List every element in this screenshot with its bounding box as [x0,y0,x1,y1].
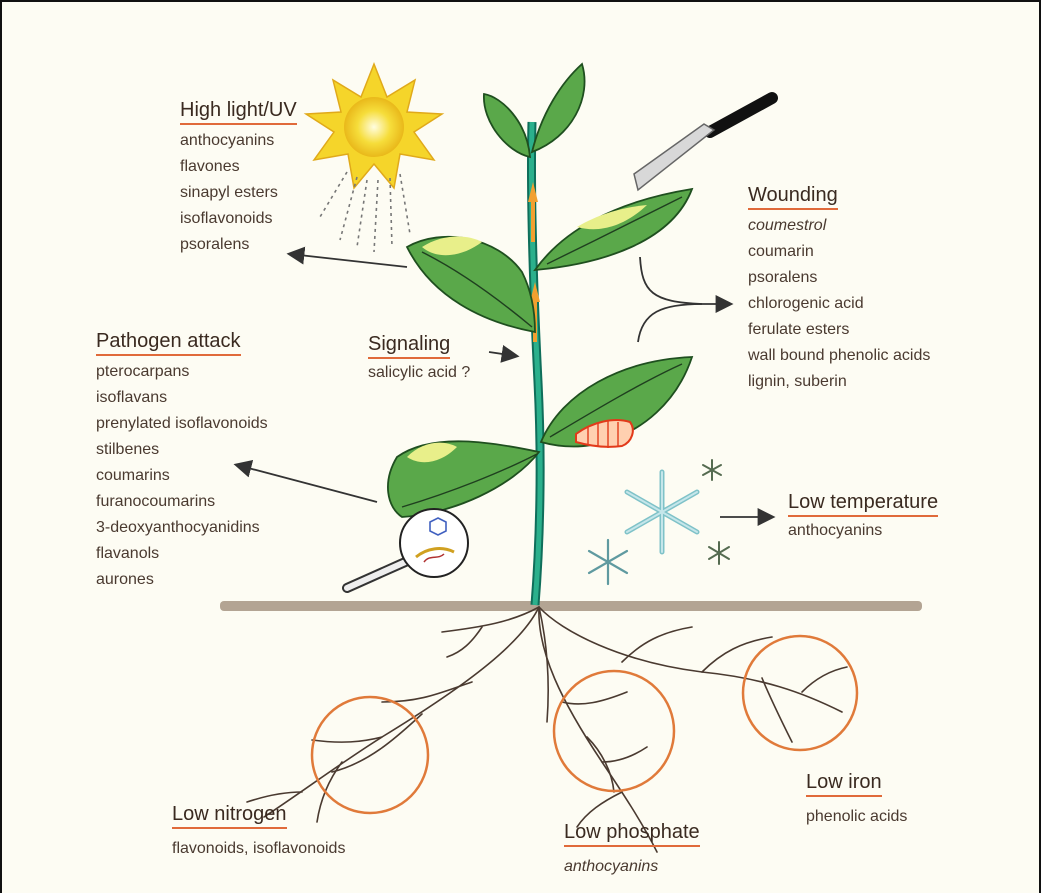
list-item: isoflavans [96,385,268,411]
low-phosphate-circle [554,671,674,791]
list-item: pterocarpans [96,359,268,385]
wounding-group: Wounding coumestrol coumarin psoralens c… [748,183,930,395]
high-light-title: High light/UV [180,98,297,125]
snowflake-icon [627,472,697,552]
list-item: stilbenes [96,437,268,463]
low-nitrogen-group: Low nitrogen flavonoids, isoflavonoids [172,802,345,860]
low-temperature-group: Low temperature anthocyanins [788,490,938,542]
list-item: coumarin [748,239,930,265]
list-item: furanocoumarins [96,489,268,515]
list-item: psoralens [180,232,297,258]
pathogen-title: Pathogen attack [96,329,241,356]
sun-icon [306,64,442,252]
low-nitrogen-title: Low nitrogen [172,802,287,829]
high-light-group: High light/UV anthocyanins flavones sina… [180,98,297,258]
soil-line [220,601,922,611]
low-iron-group: Low iron phenolic acids [806,770,907,828]
wounding-title: Wounding [748,183,838,210]
signaling-item: salicylic acid ? [368,362,470,384]
pathogen-list: pterocarpans isoflavans prenylated isofl… [96,359,268,593]
list-item: anthocyanins [180,128,297,154]
signaling-title: Signaling [368,332,450,359]
low-phosphate-group: Low phosphate anthocyanins [564,820,700,878]
list-item: coumestrol [748,213,930,239]
list-item: flavones [180,154,297,180]
low-iron-title: Low iron [806,770,882,797]
list-item: ferulate esters [748,317,930,343]
list-item: flavanols [96,541,268,567]
list-item: 3-deoxyanthocyanidins [96,515,268,541]
list-item: chlorogenic acid [748,291,930,317]
list-item: aurones [96,567,268,593]
pathogen-group: Pathogen attack pterocarpans isoflavans … [96,329,268,593]
knife-icon [634,98,772,190]
low-nitrogen-item: flavonoids, isoflavonoids [172,838,345,860]
small-snowflake-icon [589,540,627,584]
small-snowflake-icon [703,460,729,564]
low-iron-item: phenolic acids [806,806,907,828]
list-item: psoralens [748,265,930,291]
low-temperature-item: anthocyanins [788,520,938,542]
low-phosphate-title: Low phosphate [564,820,700,847]
list-item: wall bound phenolic acids [748,343,930,369]
list-item: coumarins [96,463,268,489]
magnifier-icon [347,509,468,588]
low-phosphate-item: anthocyanins [564,856,700,878]
list-item: lignin, suberin [748,369,930,395]
high-light-list: anthocyanins flavones sinapyl esters iso… [180,128,297,258]
list-item: prenylated isoflavonoids [96,411,268,437]
list-item: sinapyl esters [180,180,297,206]
low-temperature-title: Low temperature [788,490,938,517]
signaling-group: Signaling salicylic acid ? [368,332,470,384]
wounding-list: coumestrol coumarin psoralens chlorogeni… [748,213,930,395]
list-item: isoflavonoids [180,206,297,232]
